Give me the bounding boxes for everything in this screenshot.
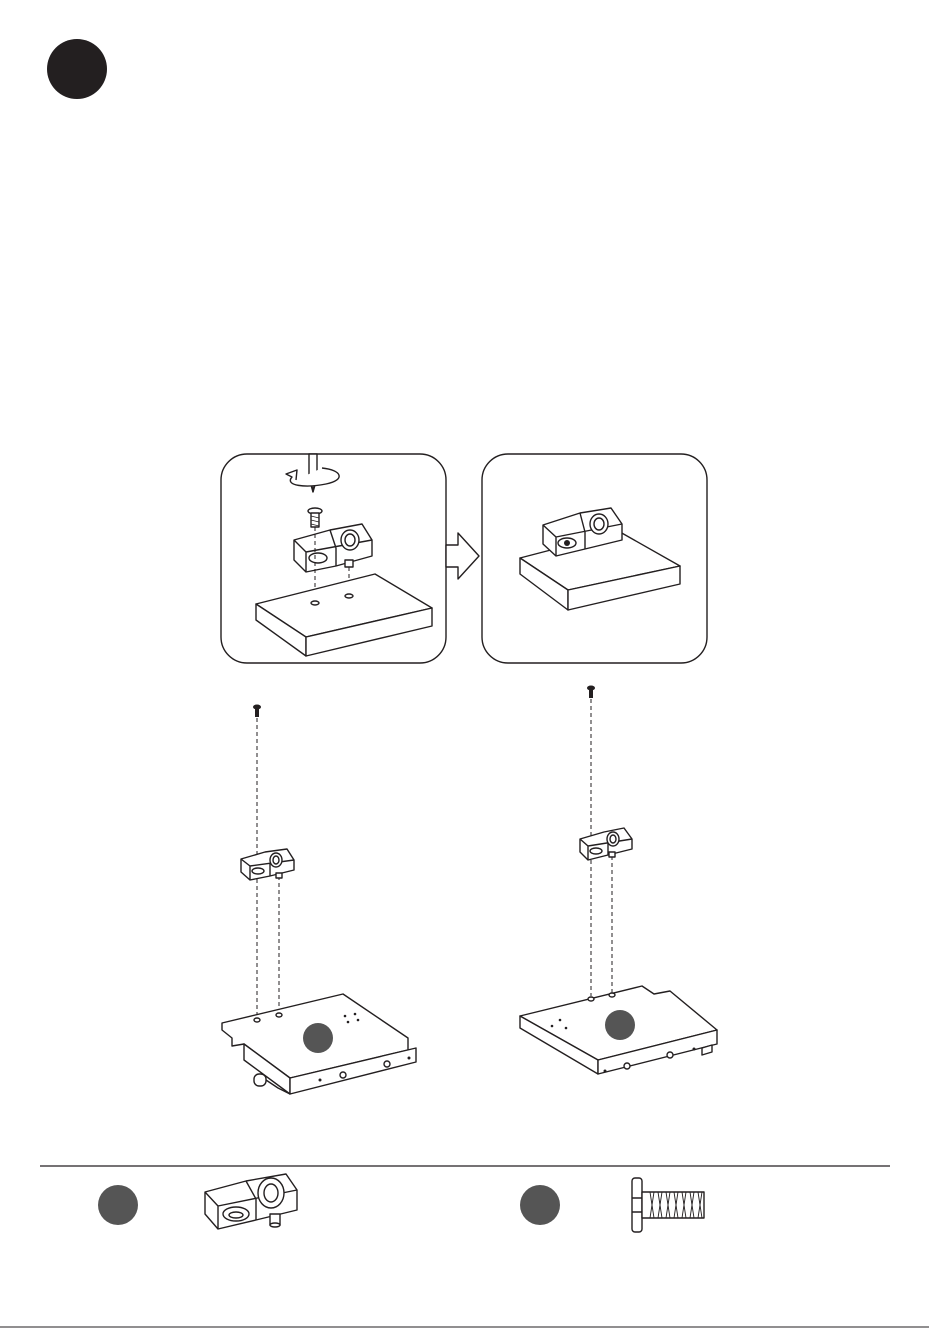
part-badge [98,1185,138,1225]
detail-panel-after [482,454,707,663]
corner-bracket-icon [205,1174,297,1229]
parts-legend [98,1174,704,1232]
right-arrow-icon [446,533,479,579]
part-badge [520,1185,560,1225]
detail-panel-before [221,454,446,663]
right-panel-assembly [520,686,717,1075]
screw-icon [587,686,595,699]
corner-bracket-icon [580,828,632,860]
left-panel-assembly [222,705,416,1095]
screw-icon [253,705,261,718]
part-badge [303,1023,333,1053]
step-number-badge [47,39,107,99]
part-badge [605,1010,635,1040]
corner-bracket-icon [241,849,294,880]
screw-icon [632,1178,704,1232]
